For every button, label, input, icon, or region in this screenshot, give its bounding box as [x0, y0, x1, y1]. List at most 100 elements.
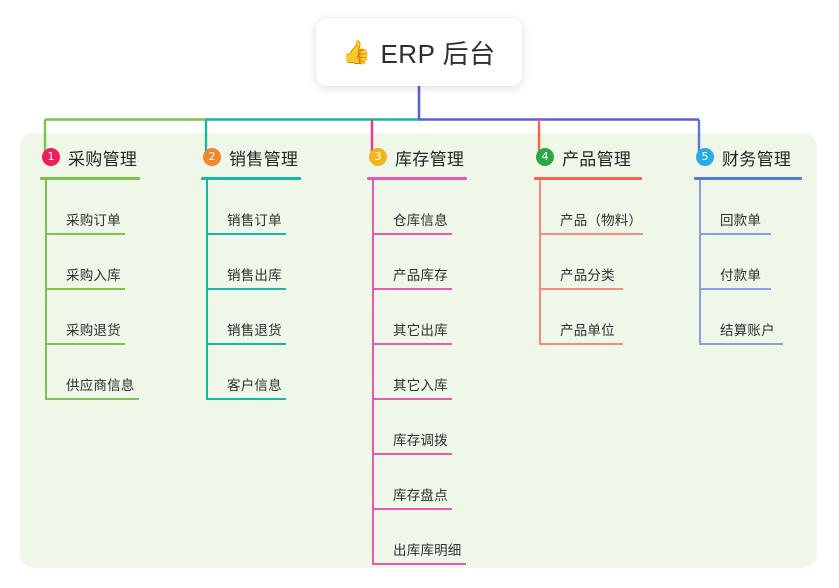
column-header-rule: [694, 177, 802, 180]
list-item[interactable]: 其它入库: [367, 345, 467, 400]
list-item[interactable]: 采购订单: [40, 180, 140, 235]
column-产品管理: 4 产品管理产品（物料） 产品分类产品单位: [534, 143, 643, 345]
list-item-rule: [45, 343, 125, 345]
column-index-badge: 3: [369, 148, 387, 166]
list-item[interactable]: 库存盘点: [367, 455, 467, 510]
list-item[interactable]: 其它出库: [367, 290, 467, 345]
list-item[interactable]: 产品库存: [367, 235, 467, 290]
list-item[interactable]: 回款单: [694, 180, 802, 235]
column-items: 产品（物料） 产品分类产品单位: [534, 180, 643, 345]
column-header[interactable]: 5 财务管理: [694, 143, 802, 171]
column-销售管理: 2 销售管理销售订单销售出库销售退货客户信息: [201, 143, 301, 400]
list-item[interactable]: 产品分类: [534, 235, 642, 290]
list-item-rule: [45, 288, 125, 290]
list-item[interactable]: 结算账户: [694, 290, 802, 345]
column-header-rule: [367, 177, 467, 180]
list-item-label: 产品单位: [560, 323, 615, 338]
column-title: 财务管理: [722, 149, 792, 169]
list-item[interactable]: 付款单: [694, 235, 802, 290]
list-item[interactable]: 销售退货: [201, 290, 301, 345]
list-item-label: 库存调拨: [393, 433, 448, 448]
list-item-rule: [372, 563, 466, 565]
list-item-rule: [45, 398, 139, 400]
list-item-rule: [372, 453, 452, 455]
list-item-label: 回款单: [720, 213, 762, 228]
list-item-rule: [45, 233, 125, 235]
list-item[interactable]: 采购退货: [40, 290, 140, 345]
diagram-panel: [20, 133, 817, 568]
list-item[interactable]: 销售订单: [201, 180, 301, 235]
list-item-rule: [206, 398, 286, 400]
column-index-badge: 2: [203, 148, 221, 166]
list-item[interactable]: 销售出库: [201, 235, 301, 290]
list-item-rule: [372, 508, 452, 510]
list-item-label: 其它出库: [393, 323, 448, 338]
list-item-label: 销售退货: [227, 323, 282, 338]
column-spine: [699, 180, 701, 345]
list-item[interactable]: 仓库信息: [367, 180, 467, 235]
column-items: 销售订单销售出库销售退货客户信息: [201, 180, 301, 400]
list-item-rule: [206, 288, 286, 290]
list-item[interactable]: 供应商信息: [40, 345, 140, 400]
column-index-badge: 5: [696, 148, 714, 166]
list-item-rule: [699, 233, 771, 235]
column-header-rule: [40, 177, 140, 180]
thumbs-up-icon: 👍: [342, 38, 372, 65]
column-items: 仓库信息产品库存其它出库其它入库库存调拨库存盘点出库库明细: [367, 180, 467, 565]
list-item-rule: [206, 233, 286, 235]
column-index-badge: 4: [536, 148, 554, 166]
column-items: 回款单付款单结算账户: [694, 180, 802, 345]
list-item-label: 库存盘点: [393, 488, 448, 503]
list-item-rule: [539, 233, 643, 235]
list-item-label: 产品（物料）: [560, 213, 643, 228]
column-spine: [539, 180, 541, 345]
list-item-rule: [699, 343, 783, 345]
list-item-rule: [206, 343, 286, 345]
column-title: 销售管理: [229, 149, 299, 169]
list-item-label: 付款单: [720, 268, 762, 283]
column-items: 采购订单采购入库采购退货供应商信息: [40, 180, 140, 400]
column-index-badge: 1: [42, 148, 60, 166]
column-header-rule: [201, 177, 301, 180]
list-item[interactable]: 库存调拨: [367, 400, 467, 455]
list-item[interactable]: 产品（物料）: [534, 180, 643, 235]
column-spine: [372, 180, 374, 565]
list-item[interactable]: 客户信息: [201, 345, 301, 400]
column-title: 采购管理: [68, 149, 138, 169]
list-item[interactable]: 出库库明细: [367, 510, 467, 565]
list-item[interactable]: 采购入库: [40, 235, 140, 290]
column-header[interactable]: 1 采购管理: [40, 143, 140, 171]
root-node-card[interactable]: 👍 ERP 后台: [316, 18, 522, 86]
list-item-label: 销售出库: [227, 268, 282, 283]
list-item-label: 产品库存: [393, 268, 448, 283]
list-item-label: 采购订单: [66, 213, 121, 228]
list-item-rule: [372, 398, 452, 400]
column-title: 产品管理: [562, 149, 632, 169]
list-item-label: 客户信息: [227, 378, 282, 393]
list-item-rule: [699, 288, 771, 290]
root-title-text: ERP 后台: [380, 38, 496, 69]
list-item-label: 结算账户: [720, 323, 775, 338]
root-title: 👍 ERP 后台: [342, 34, 495, 71]
column-header[interactable]: 4 产品管理: [534, 143, 642, 171]
list-item-rule: [372, 233, 452, 235]
list-item-label: 采购退货: [66, 323, 121, 338]
list-item-rule: [372, 288, 452, 290]
column-header[interactable]: 2 销售管理: [201, 143, 301, 171]
list-item-rule: [372, 343, 452, 345]
list-item[interactable]: 产品单位: [534, 290, 642, 345]
list-item-rule: [539, 343, 623, 345]
list-item-label: 仓库信息: [393, 213, 448, 228]
list-item-label: 销售订单: [227, 213, 282, 228]
column-header-rule: [534, 177, 642, 180]
column-spine: [45, 180, 47, 400]
list-item-label: 出库库明细: [393, 543, 462, 558]
column-采购管理: 1 采购管理采购订单采购入库采购退货供应商信息: [40, 143, 140, 400]
column-财务管理: 5 财务管理回款单付款单结算账户: [694, 143, 802, 345]
column-spine: [206, 180, 208, 400]
list-item-label: 产品分类: [560, 268, 615, 283]
list-item-rule: [539, 288, 623, 290]
